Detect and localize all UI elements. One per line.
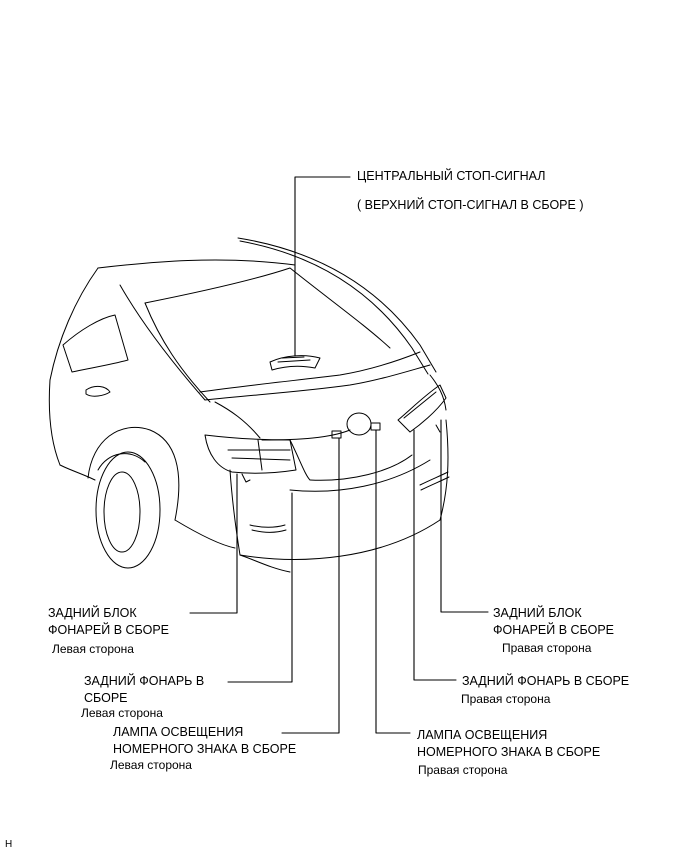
- high-mount-stop-light-label: ЦЕНТРАЛЬНЫЙ СТОП-СИГНАЛ: [357, 169, 546, 183]
- rear-light-left-label-2: СБОРЕ: [84, 691, 128, 705]
- rear-light-right-side: Правая сторона: [461, 692, 551, 706]
- rear-combo-lamp-right-label-1: ЗАДНИЙ БЛОК: [493, 606, 582, 620]
- corner-mark: H: [5, 839, 13, 850]
- high-mount-stop-light-sublabel: ( ВЕРХНИЙ СТОП-СИГНАЛ В СБОРЕ ): [357, 198, 584, 212]
- license-lamps: [331, 422, 381, 439]
- rear-light-left-side: Левая сторона: [81, 706, 163, 720]
- license-lamp-left-label-1: ЛАМПА ОСВЕЩЕНИЯ: [113, 725, 244, 739]
- rear-light-left-label-1: ЗАДНИЙ ФОНАРЬ В: [84, 674, 205, 688]
- rear-combo-lamp-left-side: Левая сторона: [52, 642, 134, 656]
- license-lamp-right-label-1: ЛАМПА ОСВЕЩЕНИЯ: [417, 728, 548, 742]
- rear-light-right-label-1: ЗАДНИЙ ФОНАРЬ В СБОРЕ: [462, 674, 630, 688]
- rear-combo-lamp-right-side: Правая сторона: [502, 641, 592, 655]
- rear-combo-lamp-right: [397, 374, 447, 433]
- rear-combo-lamp-left-label-2: ФОНАРЕЙ В СБОРЕ: [48, 623, 170, 637]
- rear-combo-lamp-left-label-1: ЗАДНИЙ БЛОК: [48, 606, 137, 620]
- rear-combo-lamp-right-label-2: ФОНАРЕЙ В СБОРЕ: [493, 623, 615, 637]
- license-lamp-right-label-2: НОМЕРНОГО ЗНАКА В СБОРЕ: [417, 745, 601, 759]
- rear-combo-lamp-left: [204, 434, 297, 483]
- car-body: [48, 237, 450, 573]
- license-lamp-left-label-2: НОМЕРНОГО ЗНАКА В СБОРЕ: [113, 742, 297, 756]
- license-lamp-left-side: Левая сторона: [110, 758, 192, 772]
- license-lamp-right-side: Правая сторона: [418, 763, 508, 777]
- leader-lines: [189, 176, 489, 734]
